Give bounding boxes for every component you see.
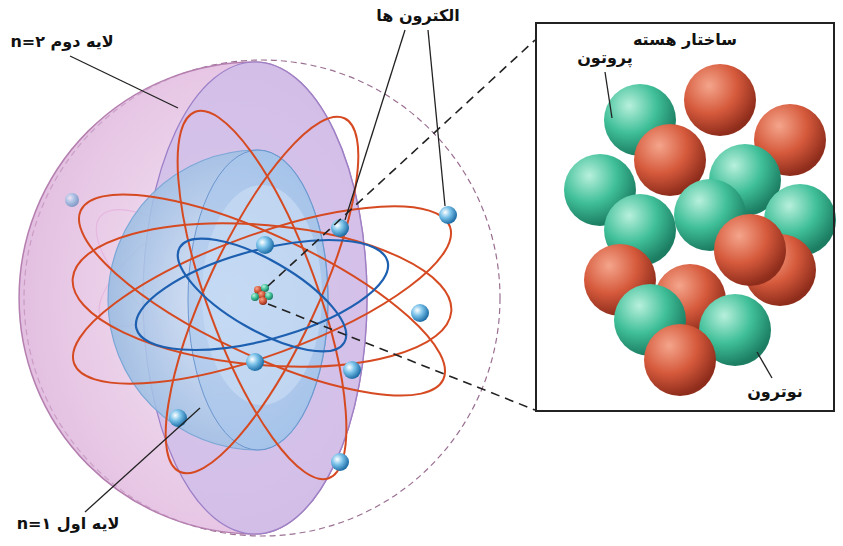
second-shell [19, 62, 367, 534]
inner-glow [202, 185, 322, 405]
inset-ground [535, 22, 835, 412]
proton-sphere [684, 64, 756, 136]
leader-lines [70, 30, 772, 512]
inner-orbits [125, 217, 399, 373]
electrons [65, 193, 457, 471]
part-label: الکترون ها [376, 6, 460, 25]
proton-sphere [714, 214, 786, 286]
box-title: ساختار هسته [537, 24, 833, 49]
nucleus-small [251, 284, 273, 305]
nucleus-detail [564, 64, 836, 396]
zoom-lines [268, 40, 535, 410]
shell-label: لایه اول n=۱ [17, 514, 120, 533]
part-label: نوترون [747, 382, 803, 401]
inset-box: ساختار هسته [535, 22, 835, 412]
part-label: پروتون [577, 48, 633, 67]
shell-label: لایه دوم n=۲ [10, 32, 113, 51]
proton-sphere [644, 324, 716, 396]
electron-orbits [54, 93, 471, 497]
